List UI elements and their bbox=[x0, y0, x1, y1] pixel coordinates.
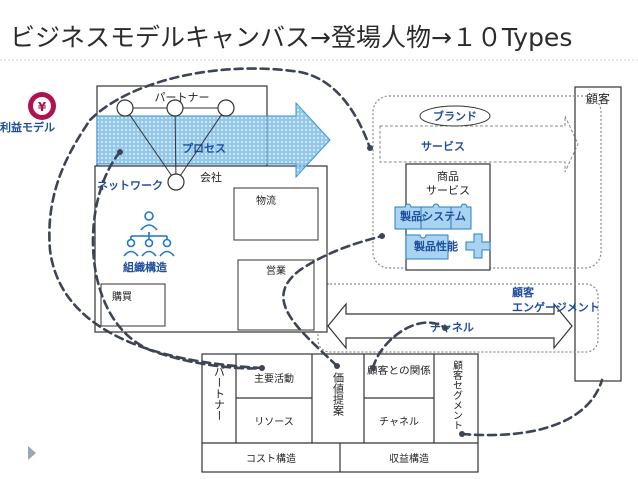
company-label: 会社 bbox=[200, 170, 222, 184]
brand-label: ブランド bbox=[433, 109, 477, 123]
slide-bullet-icon bbox=[28, 446, 36, 460]
product-performance-label: 製品性能 bbox=[413, 239, 458, 253]
dashed-connectors bbox=[48, 67, 604, 437]
yen-icon: ¥ bbox=[28, 92, 56, 120]
network-graph bbox=[116, 99, 235, 191]
business-model-canvas bbox=[201, 353, 479, 473]
product-service-label-1: 商品 bbox=[437, 169, 459, 183]
bmc-channels: チャネル bbox=[379, 416, 419, 428]
bmc-customer-segments: 顧客セグメント bbox=[451, 359, 463, 430]
channel-double-arrow bbox=[327, 302, 573, 350]
service-label: サービス bbox=[421, 139, 465, 153]
sales-label: 営業 bbox=[266, 264, 286, 277]
purchasing-label: 購買 bbox=[112, 290, 132, 303]
org-structure-label: 組織構造 bbox=[123, 260, 168, 274]
product-system-label: 製品システム bbox=[399, 209, 466, 223]
customer-engagement-label-2: エンゲージメント bbox=[512, 300, 600, 314]
channel-arrow-label: チャネル bbox=[430, 321, 474, 334]
bmc-cost-structure: コスト構造 bbox=[246, 452, 296, 465]
logistics-box bbox=[233, 187, 319, 241]
bmc-revenue-streams: 収益構造 bbox=[389, 452, 429, 465]
product-service-label-2: サービス bbox=[426, 184, 470, 197]
service-region bbox=[372, 95, 602, 269]
people-hierarchy-icon bbox=[123, 211, 175, 257]
puzzle-icon bbox=[394, 203, 491, 260]
profit-model-label: 利益モデル bbox=[0, 120, 55, 134]
network-label: ネットワーク bbox=[97, 179, 163, 192]
slide-title: ビジネスモデルキャンバス→登場人物→１０Types bbox=[10, 23, 572, 52]
engagement-region bbox=[317, 283, 599, 353]
bmc-key-activities: 主要活動 bbox=[254, 372, 294, 385]
sales-box bbox=[237, 259, 315, 331]
purchasing-box bbox=[100, 283, 166, 327]
process-arrow bbox=[96, 101, 331, 179]
bmc-customer-relationships: 顧客との関係 bbox=[367, 364, 431, 377]
customer-label: 顧客 bbox=[586, 91, 610, 106]
brand-ellipse bbox=[419, 105, 491, 127]
partner-label: パートナー bbox=[155, 91, 210, 104]
bmc-key-resources: リソース bbox=[254, 417, 294, 428]
connector-endpoints bbox=[117, 145, 465, 437]
process-label: プロセス bbox=[182, 141, 226, 155]
logistics-label: 物流 bbox=[256, 194, 276, 207]
svg-text:¥: ¥ bbox=[38, 100, 47, 114]
bmc-key-partners: パートナー bbox=[213, 366, 226, 421]
customer-box bbox=[574, 86, 622, 382]
customer-engagement-label-1: 顧客 bbox=[512, 285, 535, 299]
bmc-value-proposition: 価値提案 bbox=[332, 372, 345, 416]
service-arrow bbox=[379, 115, 579, 173]
